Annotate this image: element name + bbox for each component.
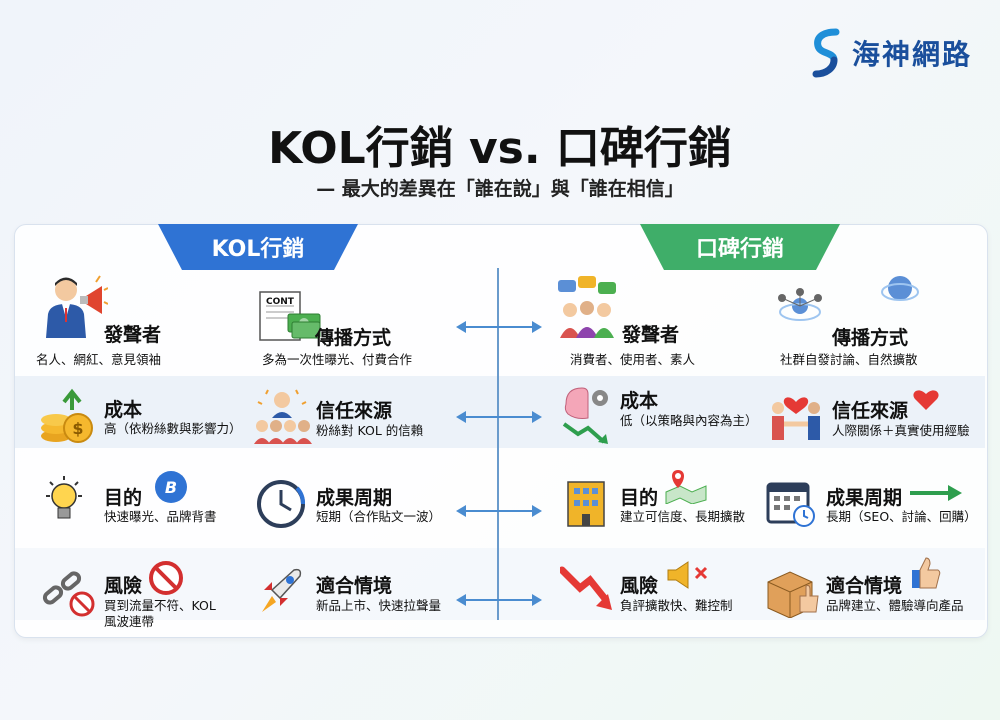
double-arrow-icon: [456, 411, 542, 423]
wom-risk-desc: 負評擴散快、難控制: [620, 598, 733, 613]
box-thumbs-up-icon: [767, 571, 819, 618]
wom-goal-desc: 建立可信度、長期擴散: [620, 509, 746, 524]
brain-gear-icon: [562, 387, 608, 444]
kol-cost-label: 成本: [104, 399, 143, 421]
thumbs-up-icon: [912, 557, 941, 589]
contract-money-icon: [259, 291, 321, 341]
double-arrow-icon: [456, 505, 542, 517]
kol-spread-desc: 多為一次性曝光、付費合作: [262, 352, 413, 367]
mute-speaker-icon: [667, 561, 708, 589]
network-icon: [778, 276, 919, 321]
tab-kol: KOL行銷: [158, 224, 358, 270]
contract-text: CONT: [266, 297, 294, 307]
wom-trust-desc: 人際關係＋真實使用經驗: [832, 423, 970, 438]
wom-speaker-desc: 消費者、使用者、素人: [570, 352, 696, 367]
lightbulb-icon: [46, 476, 82, 519]
kol-trust-label: 信任來源: [316, 400, 393, 422]
row-band-cost: [15, 376, 985, 448]
wom-fit-label: 適合情境: [826, 575, 903, 597]
brand-logo: 海神網路: [812, 28, 972, 78]
page-subtitle: — 最大的差異在「誰在說」與「誰在相信」: [316, 178, 684, 200]
megaphone-person-icon: [46, 275, 108, 338]
wom-cost-label: 成本: [620, 390, 659, 412]
kol-speaker-label: 發聲者: [104, 324, 162, 346]
kol-goal-label: 目的: [104, 487, 143, 509]
wom-cycle-label: 成果周期: [826, 487, 903, 509]
kol-risk-desc-line2: 風波連帶: [104, 614, 155, 629]
wom-cycle-desc: 長期（SEO、討論、回購）: [826, 509, 977, 524]
chat-people-icon: [558, 276, 616, 338]
wom-risk-label: 風險: [620, 575, 659, 597]
svg-text:B: B: [165, 478, 177, 497]
heart-icon: [913, 390, 939, 410]
page-title: KOL行銷 vs. 口碑行銷: [268, 123, 732, 174]
wom-spread-desc: 社群自發討論、自然擴散: [780, 352, 918, 367]
kol-trust-desc: 粉絲對 KOL 的信賴: [316, 423, 424, 438]
kol-fit-label: 適合情境: [316, 575, 393, 597]
wom-fit-desc: 品牌建立、體驗導向產品: [826, 598, 964, 613]
map-pin-icon: [665, 470, 707, 504]
handshake-heart-icon: [772, 397, 820, 440]
wom-cost-desc: 低（以策略與內容為主）: [620, 413, 758, 428]
wom-goal-label: 目的: [620, 487, 659, 509]
kol-speaker-desc: 名人、網紅、意見領袖: [36, 352, 162, 367]
down-trend-icon: [560, 566, 612, 610]
no-sign-icon: [149, 561, 183, 595]
double-arrow-icon: [456, 594, 542, 606]
wom-trust-label: 信任來源: [832, 400, 909, 422]
kol-fit-desc: 新品上市、快速拉聲量: [316, 598, 442, 613]
kol-cost-desc: 高（依粉絲數與影響力）: [104, 421, 242, 436]
building-icon: [567, 481, 605, 527]
crowd-icon: [254, 389, 312, 444]
kol-cycle-desc: 短期（合作貼文一波）: [316, 509, 442, 524]
double-arrow-icon: [456, 321, 542, 333]
kol-spread-label: 傳播方式: [315, 327, 392, 349]
wom-spread-label: 傳播方式: [832, 327, 909, 349]
rocket-icon: [262, 568, 302, 612]
kol-risk-label: 風險: [104, 575, 143, 597]
svg-text:$: $: [72, 419, 83, 438]
tab-word-of-mouth: 口碑行銷: [640, 224, 840, 270]
wom-speaker-label: 發聲者: [622, 324, 680, 346]
right-arrow-icon: [910, 485, 962, 501]
brand-name: 海神網路: [852, 38, 973, 71]
calendar-icon: [766, 482, 815, 527]
coins-arrow-icon: $: [41, 388, 93, 443]
chain-icon: [42, 571, 95, 617]
brand-logo-icon: B: [155, 471, 187, 503]
center-divider: [497, 268, 499, 620]
kol-cycle-label: 成果周期: [316, 487, 393, 509]
kol-risk-desc-line1: 買到流量不符、KOL: [104, 598, 216, 613]
clock-icon: [257, 480, 305, 528]
brand-s-icon: [812, 28, 840, 78]
kol-goal-desc: 快速曝光、品牌背書: [104, 509, 217, 524]
